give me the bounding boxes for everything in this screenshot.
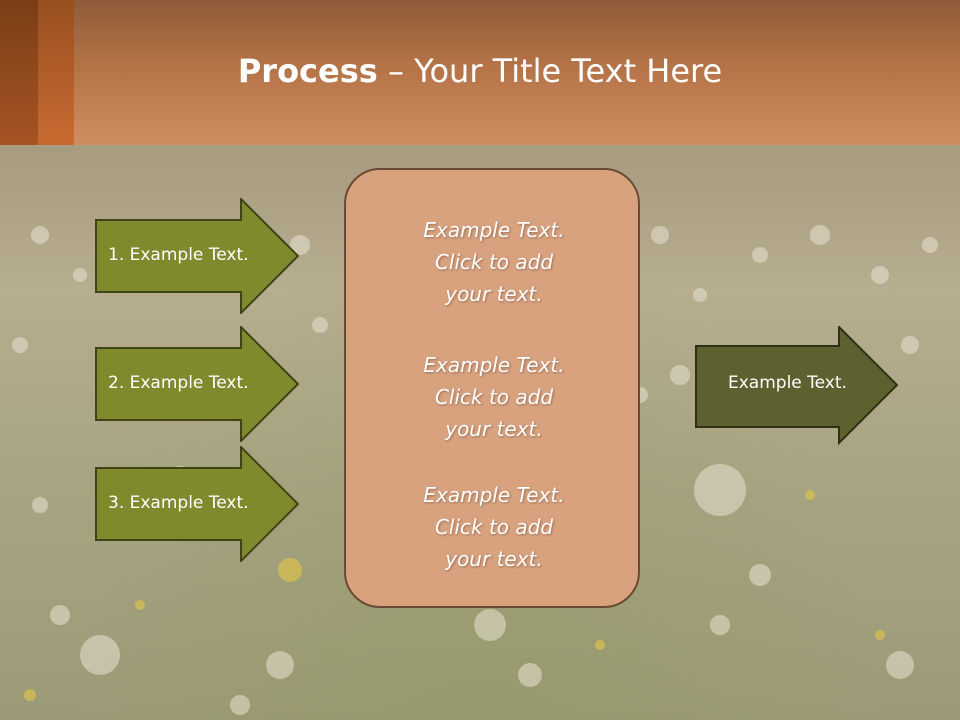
- arrow-label: 3. Example Text.: [108, 493, 249, 513]
- title-rest-text: – Your Title Text Here: [377, 52, 723, 90]
- left-arrow-3[interactable]: 3. Example Text.: [95, 446, 300, 562]
- center-line: your text.: [445, 547, 543, 571]
- center-text-block-3: Example Text. Click to add your text.: [346, 479, 642, 575]
- arrow-label: 2. Example Text.: [108, 373, 249, 393]
- title-bold-text: Process: [237, 52, 378, 90]
- center-line: your text.: [445, 282, 543, 306]
- right-arrow-shape-icon: [95, 326, 300, 442]
- center-line: Example Text.: [423, 353, 565, 377]
- center-line: Click to add: [434, 385, 554, 409]
- slide-title[interactable]: Process – Your Title Text Here: [0, 52, 960, 90]
- right-arrow-shape-icon: [95, 446, 300, 562]
- title-banner: [0, 0, 960, 145]
- arrow-label: Example Text.: [728, 373, 847, 393]
- right-arrow[interactable]: Example Text.: [695, 326, 900, 446]
- center-text-block-1: Example Text. Click to add your text.: [346, 214, 642, 310]
- banner-accent-strip: [0, 0, 38, 145]
- banner-accent-strip: [38, 0, 74, 145]
- arrow-label: 1. Example Text.: [108, 245, 249, 265]
- center-line: Click to add: [434, 250, 554, 274]
- right-arrow-shape-icon: [695, 326, 899, 446]
- center-line: Example Text.: [423, 218, 565, 242]
- right-arrow-shape-icon: [95, 198, 300, 314]
- center-text-box[interactable]: Example Text. Click to add your text. Ex…: [344, 168, 640, 608]
- left-arrow-2[interactable]: 2. Example Text.: [95, 326, 300, 442]
- center-line: Example Text.: [423, 483, 565, 507]
- dandelion-pattern: [12, 225, 938, 715]
- center-line: your text.: [445, 417, 543, 441]
- center-text-block-2: Example Text. Click to add your text.: [346, 349, 642, 445]
- left-arrow-1[interactable]: 1. Example Text.: [95, 198, 300, 314]
- center-line: Click to add: [434, 515, 554, 539]
